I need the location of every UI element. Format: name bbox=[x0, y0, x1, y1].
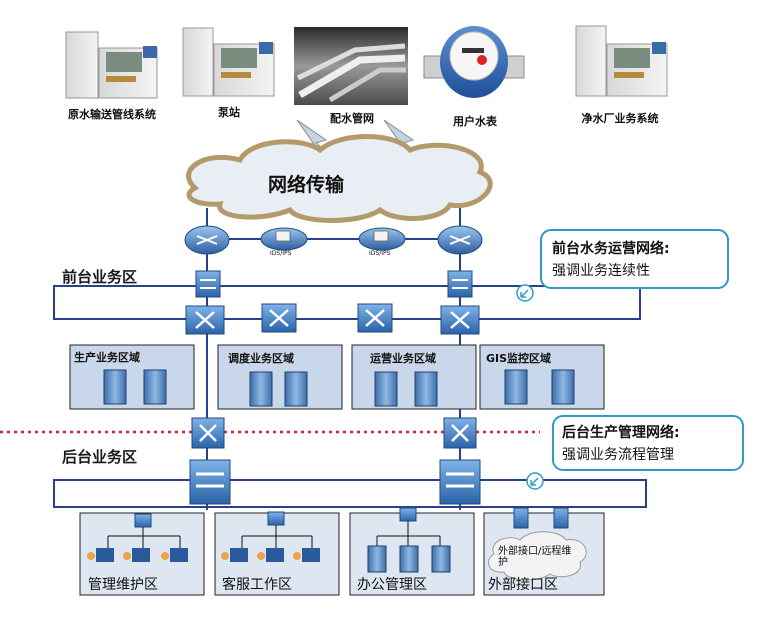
callout-box bbox=[516, 229, 729, 302]
access-links bbox=[107, 521, 441, 548]
network-cloud bbox=[186, 134, 493, 223]
pipeline-photo-icon bbox=[294, 27, 408, 105]
router-icon bbox=[184, 225, 230, 255]
external-cloud-label: 外部接口/远程维护 bbox=[498, 546, 572, 568]
front-zone-title: 前台业务区 bbox=[62, 268, 138, 286]
external-cloud bbox=[488, 531, 587, 581]
callout-subtext: 强调业务连续性 bbox=[552, 263, 650, 279]
back-subzone-label: 管理维护区 bbox=[88, 577, 158, 593]
front-subzones bbox=[69, 344, 605, 410]
server-icon bbox=[103, 369, 575, 407]
callout-box bbox=[526, 415, 744, 490]
workstation-icon bbox=[87, 548, 320, 562]
front-subzone-label: 生产业务区域 bbox=[74, 351, 140, 364]
callout-heading: 前台水务运营网络: bbox=[552, 241, 670, 257]
back-zone-title: 后台业务区 bbox=[62, 448, 138, 466]
control-cabinet-icon bbox=[182, 27, 275, 97]
switch-icon bbox=[443, 417, 477, 449]
back-subzone-label: 客服工作区 bbox=[222, 577, 292, 593]
device-label-purification-plant: 净水厂业务系统 bbox=[581, 112, 659, 125]
front-subzone-label: GIS监控区域 bbox=[486, 352, 552, 365]
firewall-icon bbox=[195, 270, 221, 298]
water-meter-icon bbox=[423, 26, 525, 98]
callout-subtext: 强调业务流程管理 bbox=[562, 447, 674, 463]
back-subzone-label: 外部接口区 bbox=[488, 577, 558, 593]
device-label-distribution-network: 配水管网 bbox=[330, 112, 374, 125]
front-subzone-label: 调度业务区域 bbox=[228, 352, 294, 365]
control-cabinet-icon bbox=[65, 31, 158, 99]
server-icon bbox=[367, 545, 451, 573]
back-subzone-label: 办公管理区 bbox=[357, 577, 427, 593]
control-cabinet-icon bbox=[575, 25, 668, 97]
callout-heading: 后台生产管理网络: bbox=[562, 425, 680, 441]
switch-icon bbox=[191, 417, 225, 449]
ids-label: IDS/IPS bbox=[369, 250, 391, 257]
access-switch-icon bbox=[134, 507, 569, 529]
device-label-raw-water-pipeline: 原水输送管线系统 bbox=[68, 108, 156, 121]
front-subzone-label: 运营业务区域 bbox=[370, 352, 436, 365]
router-icon bbox=[437, 225, 483, 255]
firewall-icon bbox=[439, 459, 481, 505]
device-label-water-meter: 用户水表 bbox=[453, 115, 497, 128]
cloud-label: 网络传输 bbox=[268, 174, 345, 196]
device-label-pump-station: 泵站 bbox=[218, 106, 240, 119]
firewall-icon bbox=[447, 270, 473, 298]
ids-ips-icon bbox=[260, 227, 308, 251]
switch-icon bbox=[357, 303, 393, 333]
ids-label: IDS/IPS bbox=[270, 250, 292, 257]
ids-ips-icon bbox=[358, 227, 406, 251]
switch-icon bbox=[261, 303, 297, 333]
firewall-icon bbox=[189, 459, 231, 505]
switch-icon bbox=[185, 305, 225, 335]
switch-icon bbox=[440, 305, 480, 335]
